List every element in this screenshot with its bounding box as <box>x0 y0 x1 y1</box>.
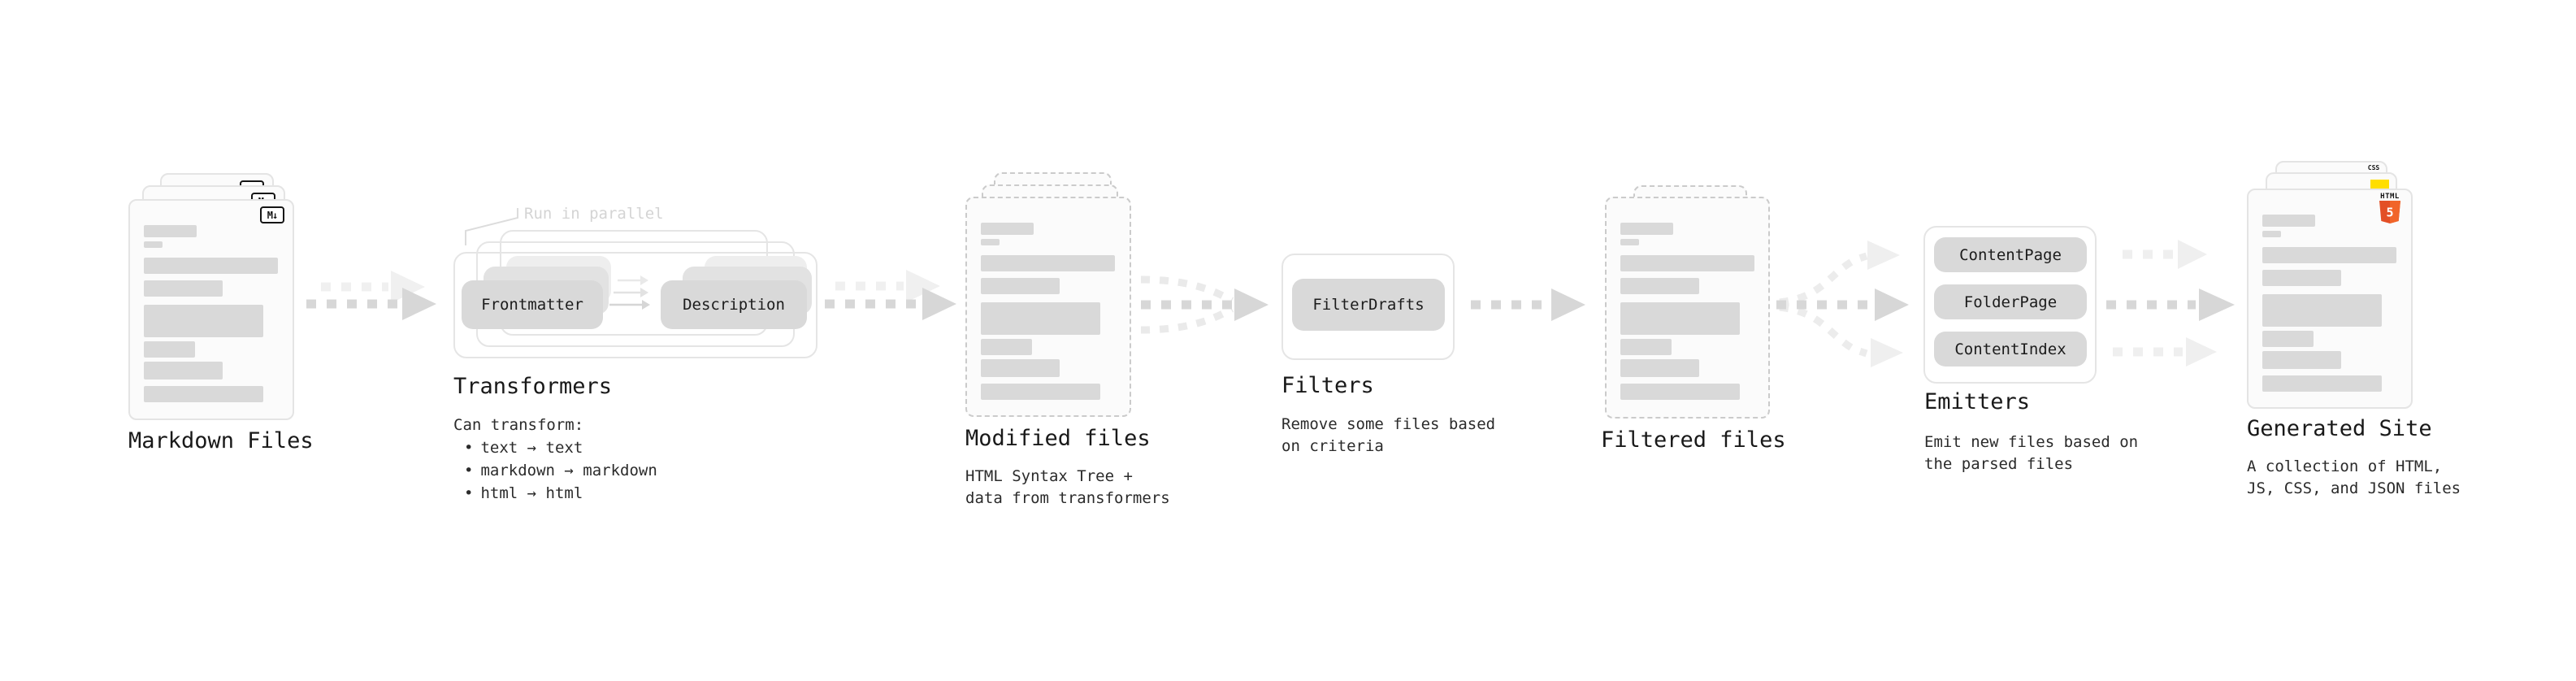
contentpage-box: ContentPage <box>1934 237 2087 272</box>
arrow-filters-to-filtered <box>1471 288 1585 321</box>
run-in-parallel-note: Run in parallel <box>524 205 664 223</box>
arrow-filtered-to-emitters <box>1776 241 1909 367</box>
contentindex-box: ContentIndex <box>1934 332 2087 367</box>
modified-file-card-front <box>965 197 1131 417</box>
generated-site-title: Generated Site <box>2247 416 2432 441</box>
arrow-markdown-to-transformers <box>306 271 436 320</box>
filters-description: Remove some files based on criteria <box>1281 415 1496 455</box>
description-box: Description <box>661 280 807 329</box>
markdown-files-title: Markdown Files <box>128 428 314 453</box>
frontmatter-box: Frontmatter <box>462 280 603 329</box>
generated-site-description: A collection of HTML, JS, CSS, and JSON … <box>2247 458 2461 497</box>
run-in-parallel-leader-line <box>465 208 518 245</box>
emitters-frame <box>1923 226 2097 384</box>
transform-bullet-item: •markdown → markdown <box>464 462 657 479</box>
javascript-icon <box>2370 180 2389 189</box>
html5-icon: HTML 5 <box>2375 193 2405 223</box>
emitters-title: Emitters <box>1924 389 2031 414</box>
folderpage-box: FolderPage <box>1934 284 2087 319</box>
transform-bullet-item: •text → text <box>464 439 583 457</box>
markdown-file-card-front: M↓ <box>128 199 294 420</box>
modified-files-description: HTML Syntax Tree + data from transformer… <box>965 467 1170 507</box>
filterdrafts-box: FilterDrafts <box>1292 279 1445 331</box>
transformers-description: Can transform: •text → text •markdown → … <box>453 414 657 505</box>
filtered-file-card-front <box>1605 197 1770 419</box>
transformer-internal-arrows <box>609 275 650 310</box>
svg-text:5: 5 <box>2386 206 2393 220</box>
markdown-icon: M↓ <box>260 206 284 223</box>
emitters-description: Emit new files based on the parsed files <box>1924 433 2139 473</box>
modified-files-title: Modified files <box>965 426 1151 451</box>
transform-bullet-item: •html → html <box>464 484 583 502</box>
arrow-emitters-to-site <box>2106 240 2235 367</box>
transformers-title: Transformers <box>453 374 613 399</box>
filters-title: Filters <box>1281 373 1374 398</box>
arrow-transformers-to-modified <box>825 270 956 320</box>
arrow-modified-to-filters <box>1140 275 1268 334</box>
transformer-frame-front <box>453 252 817 358</box>
filters-frame <box>1281 254 1455 360</box>
filtered-files-title: Filtered files <box>1601 427 1786 453</box>
site-file-card-front: HTML 5 <box>2247 189 2413 409</box>
can-transform-heading: Can transform: <box>453 416 584 434</box>
